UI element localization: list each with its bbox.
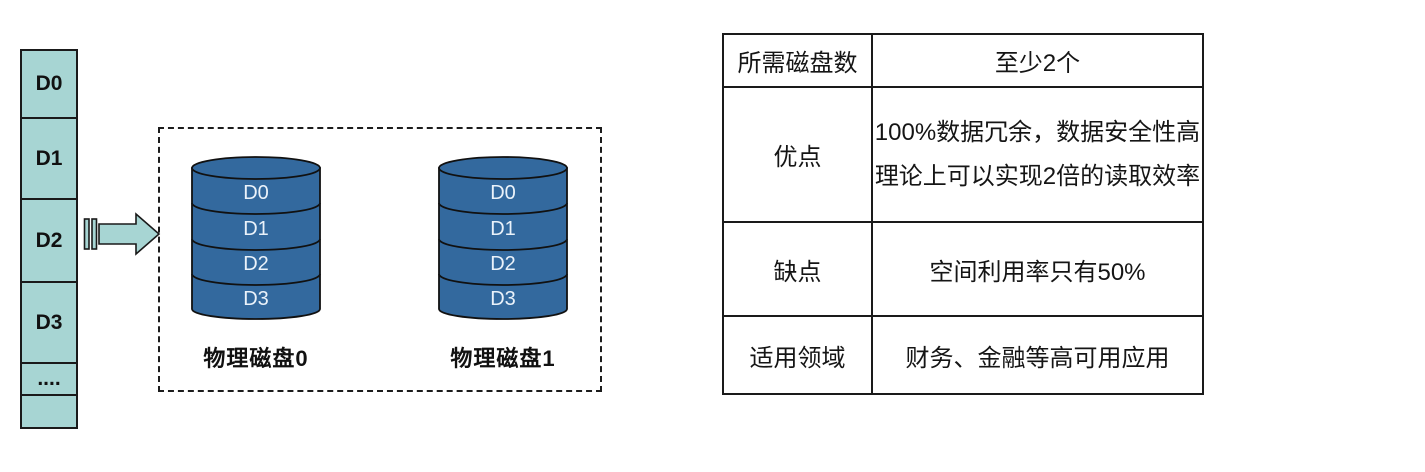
disk-body <box>191 167 321 320</box>
stripe-cell-d1: D1 <box>22 117 76 198</box>
stripe-cell-d0: D0 <box>22 51 76 117</box>
table-row-value-use-cases: 财务、金融等高可用应用 <box>905 344 1170 372</box>
raid1-spec-table: 所需磁盘数 至少2个 优点 100%数据冗余，数据安全性高 理论上可以实现2倍的… <box>722 33 1204 395</box>
disk-body <box>438 167 568 320</box>
stripe-cell-empty <box>22 394 76 427</box>
disk-separator <box>438 273 568 286</box>
disk1-segment-label: D2 <box>490 253 516 275</box>
table-row-value-disadvantages: 空间利用率只有50% <box>873 223 1202 317</box>
stripe-cell-d3: D3 <box>22 281 76 362</box>
disk0-segment-label: D3 <box>243 288 269 310</box>
disk-separator <box>191 238 321 251</box>
disk-separator <box>438 202 568 215</box>
block-arrow-right-icon <box>83 212 161 256</box>
arrow-tail-bar <box>83 218 90 250</box>
physical-disk-0-icon: D0 D1 D2 D3 <box>191 156 321 320</box>
arrow-body <box>98 212 161 256</box>
table-row-label-disadvantages: 缺点 <box>724 223 873 317</box>
stripe-cell-d2: D2 <box>22 198 76 281</box>
logical-stripe-column: D0 D1 D2 D3 .... <box>20 49 78 429</box>
disk1-name-label: 物理磁盘1 <box>450 346 556 371</box>
disk-top <box>191 156 321 180</box>
table-row-value-disks-required: 至少2个 <box>873 35 1202 88</box>
arrow-tail-bar <box>91 218 98 250</box>
advantages-line-1: 100%数据冗余，数据安全性高 <box>874 118 1201 146</box>
disk1-segment-label: D0 <box>490 182 516 204</box>
disk1-segment-label: D3 <box>490 288 516 310</box>
physical-disk-1-icon: D0 D1 D2 D3 <box>438 156 568 320</box>
table-row-value-advantages: 100%数据冗余，数据安全性高 理论上可以实现2倍的读取效率 <box>873 88 1202 223</box>
disk-separator <box>191 202 321 215</box>
disk0-segment-label: D2 <box>243 253 269 275</box>
disk0-name-label: 物理磁盘0 <box>203 346 309 371</box>
table-row-label-use-cases: 适用领域 <box>724 317 873 393</box>
disk-separator <box>191 273 321 286</box>
disk0-segment-label: D1 <box>243 218 269 240</box>
table-row-label-disks-required: 所需磁盘数 <box>724 35 873 88</box>
disk0-segment-label: D0 <box>243 182 269 204</box>
disk-separator <box>438 238 568 251</box>
advantages-line-2: 理论上可以实现2倍的读取效率 <box>874 162 1201 190</box>
table-row-label-advantages: 优点 <box>724 88 873 223</box>
mirror-group-box <box>158 127 602 392</box>
disk1-segment-label: D1 <box>490 218 516 240</box>
disk-top <box>438 156 568 180</box>
stripe-cell-ellipsis: .... <box>22 362 76 394</box>
